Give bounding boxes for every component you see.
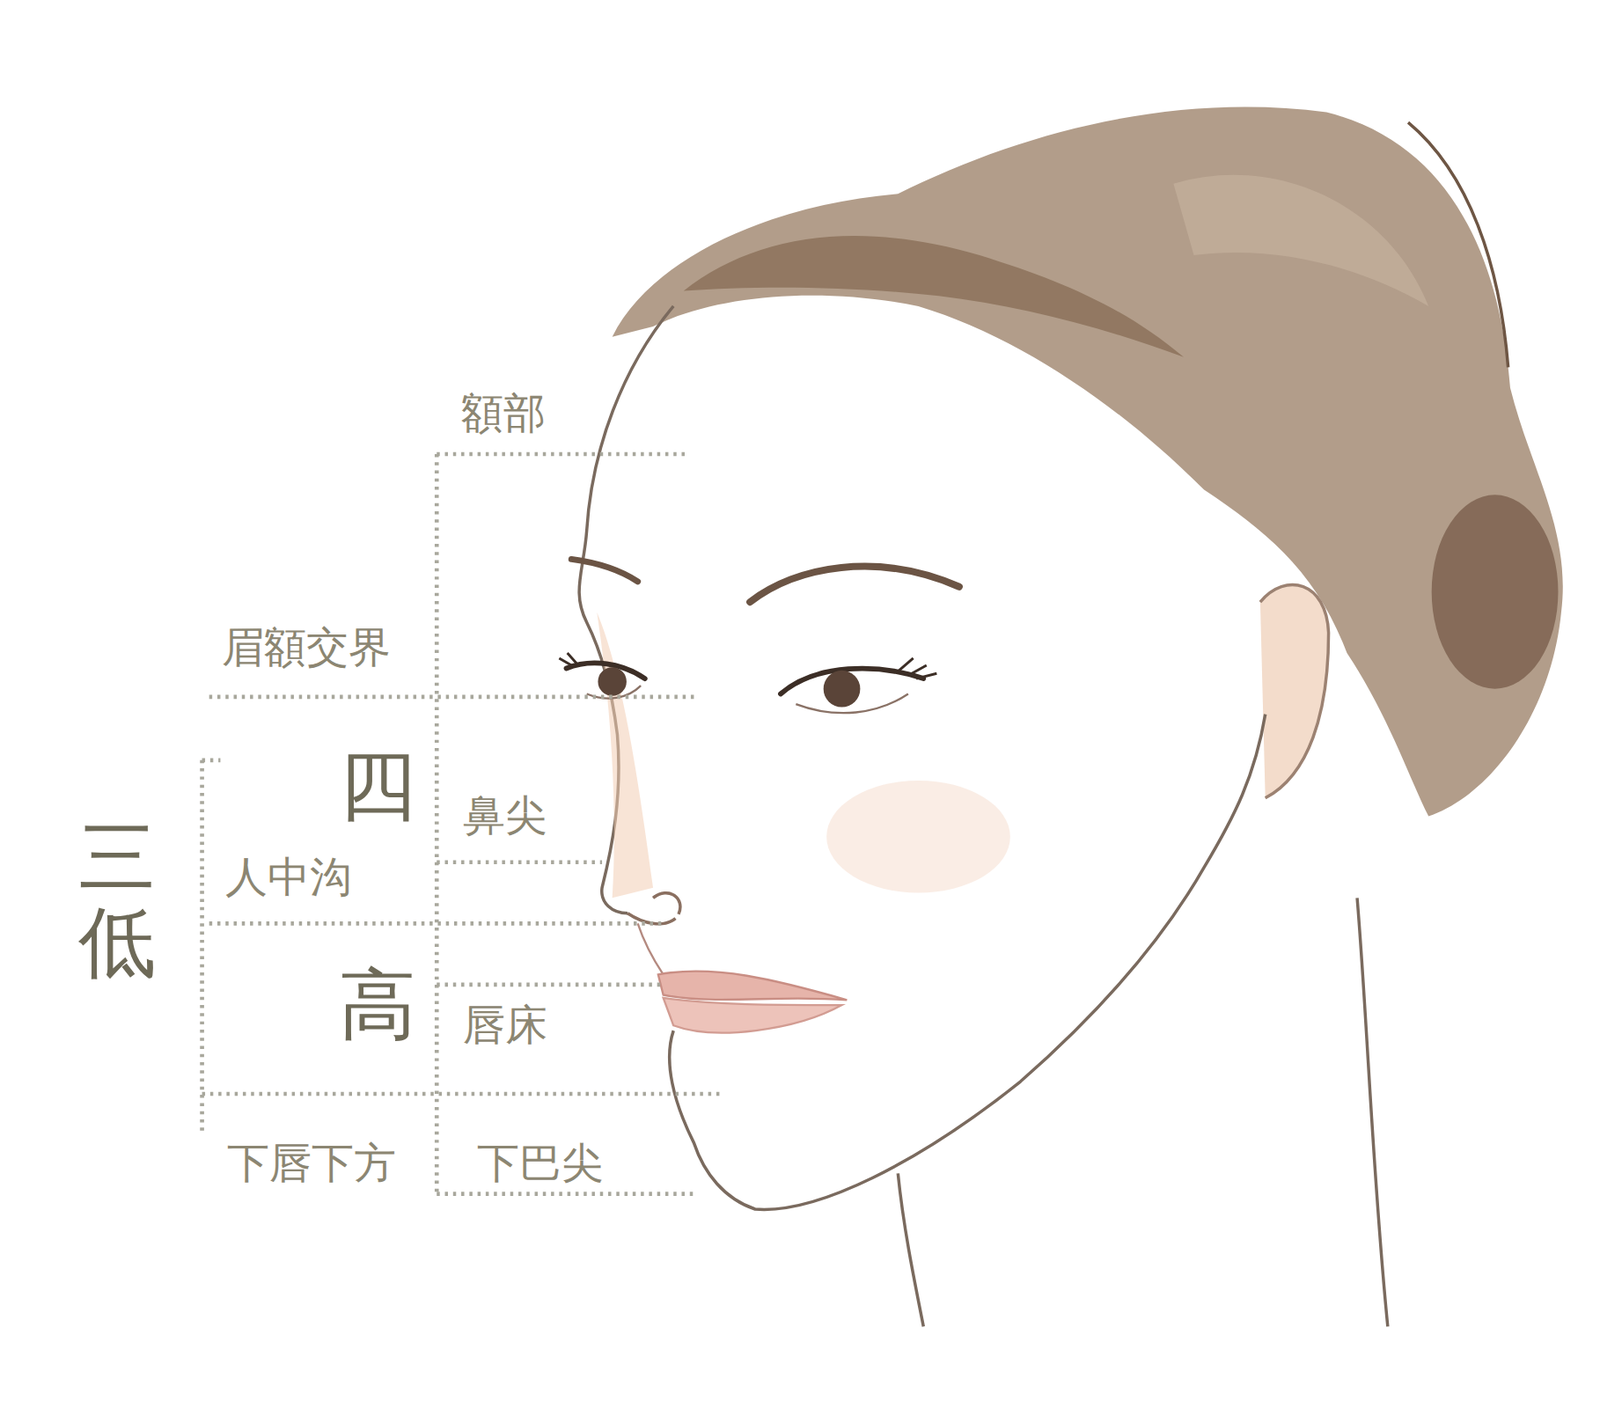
- iris: [597, 667, 626, 696]
- eyebrow: [749, 566, 960, 602]
- hair-line: [1408, 122, 1509, 367]
- hair-strand: [1173, 175, 1429, 307]
- neck: [897, 897, 1388, 1327]
- guide-line: [434, 454, 440, 1195]
- guide-line: [436, 983, 663, 988]
- big-label: 三低: [78, 814, 156, 986]
- iris: [823, 670, 861, 708]
- region-label: 鼻尖: [462, 790, 548, 842]
- bracket-line: [199, 760, 205, 1131]
- nose: [627, 893, 681, 925]
- guide-line: [202, 1092, 720, 1097]
- hair: [612, 107, 1564, 817]
- eyebrow: [571, 558, 638, 582]
- ear: [1260, 585, 1329, 799]
- region-label: 額部: [461, 388, 546, 440]
- guide-line: [436, 859, 602, 865]
- guide-line: [436, 1191, 694, 1197]
- big-label: 四: [338, 739, 417, 833]
- hair-strand: [683, 235, 1184, 358]
- hair-bun: [1431, 494, 1559, 689]
- bracket-line: [202, 758, 221, 764]
- cheek-blush: [826, 780, 1011, 894]
- region-label: 下巴尖: [477, 1137, 604, 1189]
- region-label: 下唇下方: [227, 1137, 397, 1189]
- big-label: 高: [338, 958, 417, 1052]
- region-label: 眉額交界: [221, 622, 391, 674]
- region-label: 唇床: [462, 999, 548, 1051]
- face-profile: [579, 306, 674, 914]
- jaw: [669, 714, 1266, 1211]
- guide-lines: [202, 454, 720, 1195]
- lower-lip: [663, 998, 843, 1033]
- upper-lip-profile: [638, 923, 664, 975]
- guide-line: [209, 695, 695, 700]
- region-label: 人中沟: [225, 851, 353, 903]
- nose-shadow: [596, 612, 654, 899]
- guide-line: [209, 921, 664, 926]
- guide-line: [436, 452, 689, 457]
- upper-lip: [658, 971, 847, 1001]
